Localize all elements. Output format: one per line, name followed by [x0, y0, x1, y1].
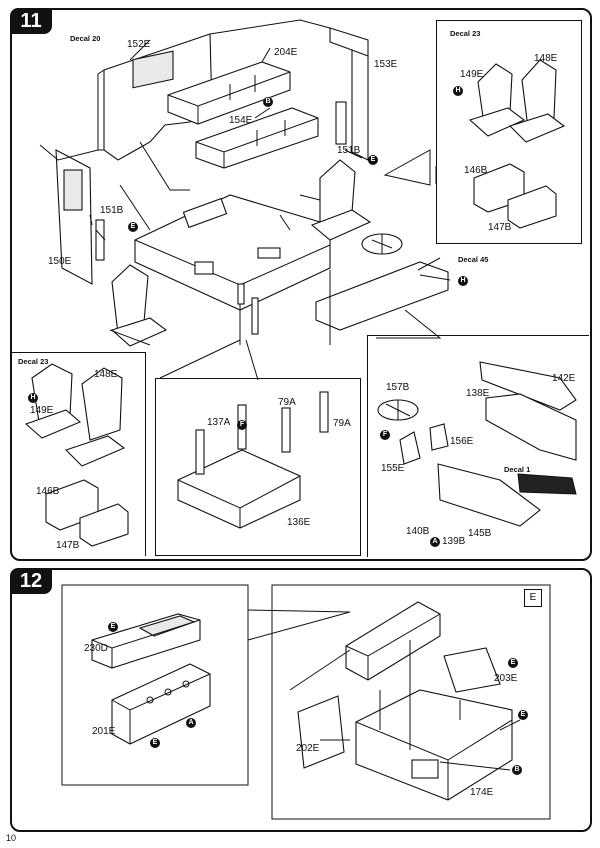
part-202-label: 202E [296, 743, 320, 754]
callout-h-marker: H [458, 276, 468, 286]
part-154-label: 154E [229, 115, 253, 126]
part-157-label: 157B [386, 382, 410, 393]
decal-1-label: Decal 1 [504, 465, 531, 474]
decal-23-label: Decal 23 [450, 29, 481, 38]
callout-a-marker: A [186, 718, 196, 728]
part-201-label: 201E [92, 726, 116, 737]
part-139-label: 139B [442, 536, 466, 547]
part-79-label: 79A [278, 397, 296, 408]
part-145-label: 145B [468, 528, 492, 539]
floor-detail-inset [155, 378, 361, 556]
decal-23-label: Decal 23 [18, 357, 49, 366]
part-137-label: 137A [207, 417, 231, 428]
step-number: 12 [10, 568, 52, 594]
part-147-label: 147B [56, 540, 80, 551]
part-150-label: 150E [48, 256, 72, 267]
option-e-box: E [524, 589, 542, 607]
part-156-label: 156E [450, 436, 474, 447]
part-204-label: 204E [274, 47, 298, 58]
page-number: 10 [6, 833, 17, 843]
part-149-label: 149E [30, 405, 54, 416]
part-148-label: 148E [534, 53, 558, 64]
part-153-label: 153E [374, 59, 398, 70]
step-number: 11 [10, 8, 52, 34]
callout-h-marker: H [28, 393, 38, 403]
decal-20-label: Decal 20 [70, 34, 101, 43]
callout-b-marker: B [263, 97, 273, 107]
seat-detail-inset-right [436, 20, 582, 244]
callout-f-marker: F [380, 430, 390, 440]
part-147-label: 147B [488, 222, 512, 233]
decal-45-label: Decal 45 [458, 255, 489, 264]
callout-f-marker: F [237, 420, 247, 430]
part-79-label-2: 79A [333, 418, 351, 429]
part-230-label: 230D [84, 643, 108, 654]
part-151-label-top: 151B [337, 145, 361, 156]
callout-e-marker: E [150, 738, 160, 748]
part-142-label: 142E [552, 373, 576, 384]
callout-e-marker: E [508, 658, 518, 668]
callout-b-marker: B [512, 765, 522, 775]
seat-detail-inset-left [12, 352, 146, 556]
callout-e-marker: E [128, 222, 138, 232]
part-140-label: 140B [406, 526, 430, 537]
part-148-label: 148E [94, 369, 118, 380]
step-12-panel: 12 [10, 568, 592, 832]
part-155-label: 155E [381, 463, 405, 474]
part-149-label: 149E [460, 69, 484, 80]
callout-h-marker: H [453, 86, 463, 96]
callout-e-marker: E [518, 710, 528, 720]
dashboard-detail-inset [367, 335, 589, 557]
part-203-label: 203E [494, 673, 518, 684]
callout-e-marker: E [108, 622, 118, 632]
part-146-label: 146B [464, 165, 488, 176]
callout-e-marker: E [368, 155, 378, 165]
part-174-label: 174E [470, 787, 494, 798]
part-151-label-left: 151B [100, 205, 124, 216]
callout-a-marker: A [430, 537, 440, 547]
part-152-label: 152E [127, 39, 151, 50]
part-146-label: 146B [36, 486, 60, 497]
part-138-label: 138E [466, 388, 490, 399]
part-136-label: 136E [287, 517, 311, 528]
